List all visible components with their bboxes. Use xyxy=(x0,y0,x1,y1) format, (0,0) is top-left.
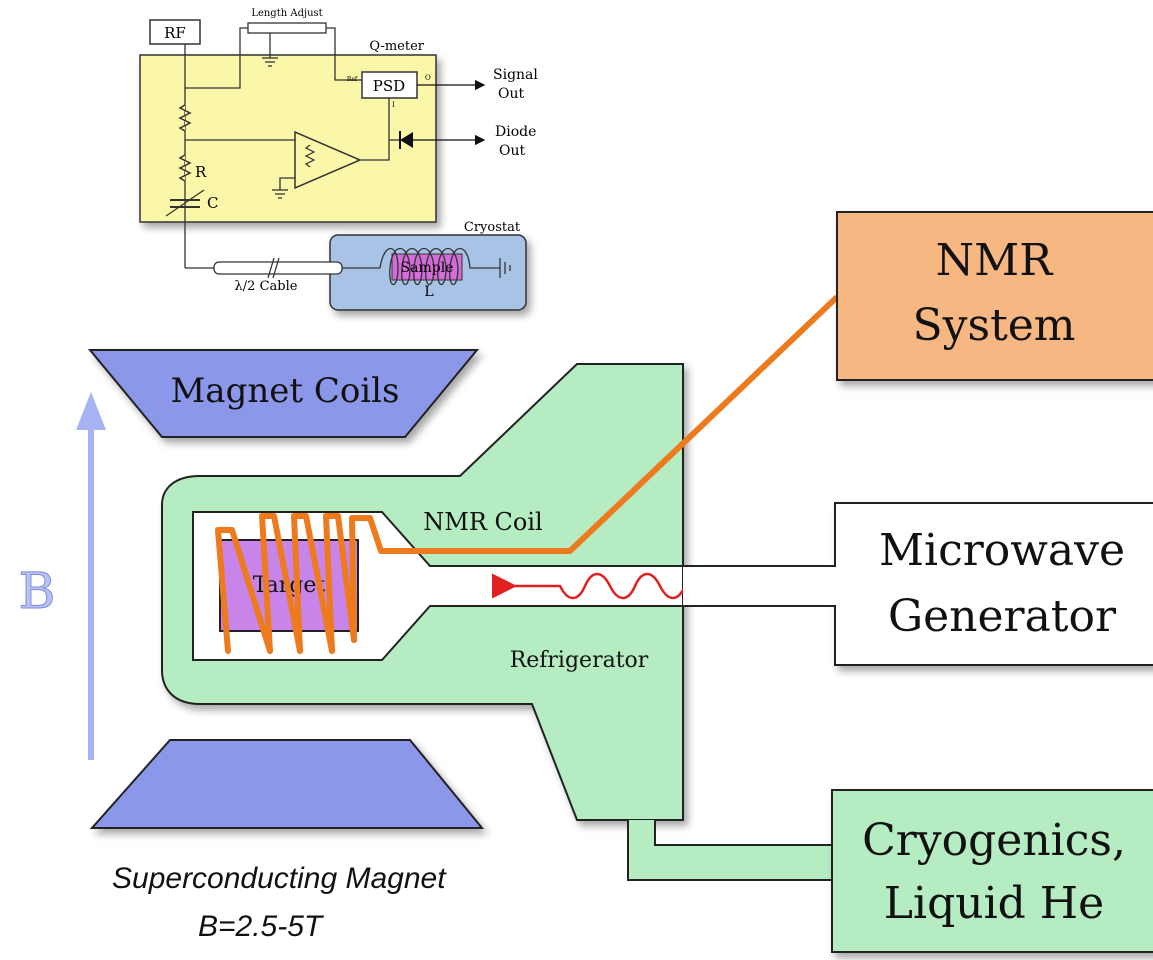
r-label: R xyxy=(195,163,207,181)
microwave-label-2: Generator xyxy=(888,591,1117,642)
cryogenics-box xyxy=(831,789,1153,953)
qmeter-inset: Q-meter RF R C Length Adjust PSD Ref O I xyxy=(139,8,538,311)
amplifier xyxy=(294,130,362,190)
cryogenics-line xyxy=(627,820,833,881)
diode xyxy=(399,131,486,149)
inductor-label: L xyxy=(424,284,433,300)
psd-out-pin: O xyxy=(425,74,431,82)
nmr-coil xyxy=(215,513,357,654)
nmr-system-label-2: System xyxy=(912,300,1075,351)
rf-box xyxy=(149,19,201,45)
sample-label: Sample xyxy=(401,260,454,276)
psd-label: PSD xyxy=(373,77,405,95)
resistor-top xyxy=(178,104,192,132)
signal-out-label-2: Out xyxy=(498,86,524,102)
psd-ref-pin: Ref xyxy=(347,76,358,83)
magnet-coil-top xyxy=(87,349,480,438)
diode-out-label-2: Out xyxy=(499,143,525,159)
c-label: C xyxy=(207,194,218,212)
cryogenics-label-2: Liquid He xyxy=(884,878,1104,929)
qmeter-title: Q-meter xyxy=(369,39,424,54)
lambda-cable xyxy=(213,261,343,275)
microwave-label-1: Microwave xyxy=(879,525,1125,576)
rf-label: RF xyxy=(164,24,186,42)
nmr-system-label-1: NMR xyxy=(936,235,1055,286)
psd-in-pin: I xyxy=(392,101,395,109)
microwave-generator-box xyxy=(834,502,1153,666)
signal-out-label-1: Signal xyxy=(493,67,538,83)
b-field-label: B xyxy=(19,562,56,620)
inductor-l xyxy=(379,248,500,286)
refrigerator-label: Refrigerator xyxy=(510,648,649,673)
length-adjust-label: Length Adjust xyxy=(251,8,322,19)
cryostat-label: Cryostat xyxy=(464,220,521,235)
magnet-coils-label: Magnet Coils xyxy=(170,371,399,411)
diode-out-label-1: Diode xyxy=(495,124,536,140)
lambda-cable-label: λ/2 Cable xyxy=(235,279,298,294)
b-field-arrow xyxy=(76,392,106,760)
cryogenics-label-1: Cryogenics, xyxy=(862,815,1126,866)
capacitor-c xyxy=(165,189,205,217)
magnet-coil-bottom xyxy=(89,739,485,829)
resistor-r xyxy=(178,154,192,182)
magnet-caption-line-2: B=2.5-5T xyxy=(198,910,323,943)
nmr-coil-label: NMR Coil xyxy=(423,508,542,536)
nmr-system-box xyxy=(836,211,1153,381)
magnet-caption-line-1: Superconducting Magnet xyxy=(112,862,446,895)
nmr-signal-wire xyxy=(352,294,840,554)
length-adjust-cable xyxy=(247,22,327,34)
